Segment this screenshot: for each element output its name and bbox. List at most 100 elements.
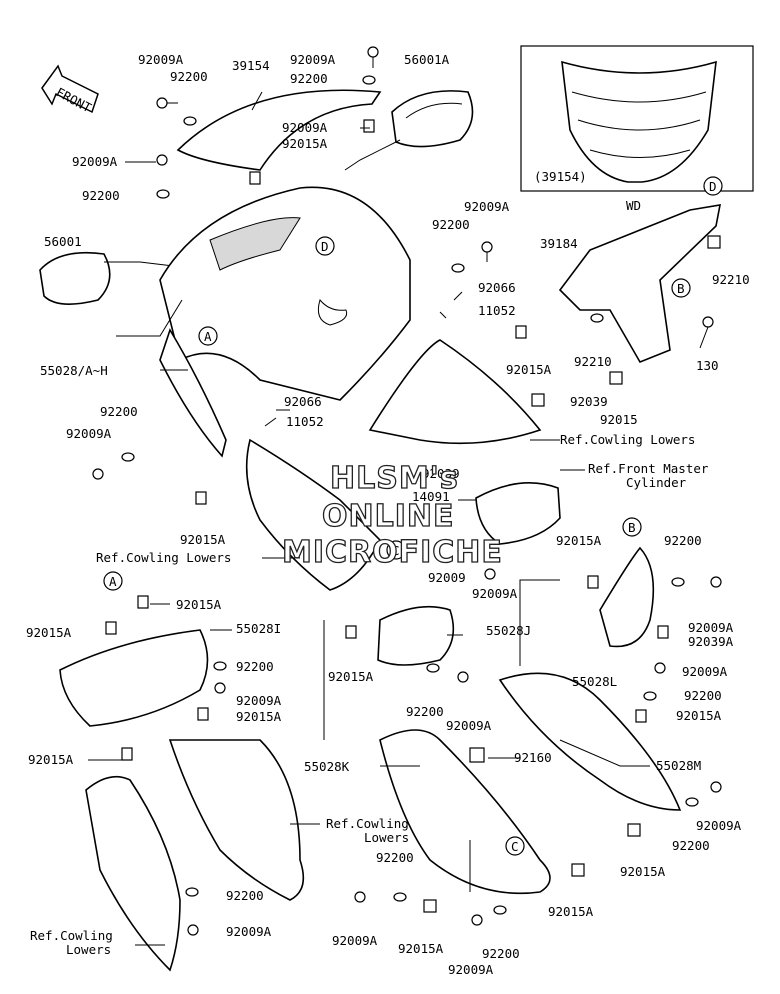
- callout-d-2: D: [703, 176, 723, 196]
- svg-text:B: B: [628, 520, 636, 535]
- grommet-icon: [249, 171, 261, 185]
- grommet-icon: [363, 119, 375, 133]
- screw-icon: [187, 924, 199, 936]
- callout-d-1: D: [315, 236, 335, 256]
- windshield: [176, 89, 382, 171]
- part-label: 92200: [170, 69, 208, 84]
- part-label: 92200: [672, 838, 710, 853]
- grommet-icon: [197, 707, 209, 721]
- screw-icon: [699, 316, 714, 349]
- part-label: 55028J: [486, 623, 531, 638]
- part-label: 92009A: [682, 664, 728, 679]
- part-label: 92009A: [696, 818, 742, 833]
- svg-text:C: C: [392, 543, 400, 558]
- part-label: 92015A: [26, 625, 72, 640]
- side-panel-mid: [168, 739, 305, 901]
- grommet-icon: [627, 823, 641, 837]
- part-label: 56001: [44, 234, 82, 249]
- washer-icon: [183, 116, 197, 126]
- screw-icon: [156, 97, 178, 109]
- screw-icon: [654, 662, 666, 674]
- part-label: 92009A: [236, 693, 282, 708]
- washer-icon: [643, 691, 657, 701]
- watermark-line-1: HLSM's: [330, 461, 459, 496]
- part-label: 92200: [376, 850, 414, 865]
- washer-icon: [185, 887, 199, 897]
- part-label: 11052: [478, 303, 516, 318]
- callout-c-1: C: [386, 540, 406, 560]
- grommet-icon: [345, 625, 357, 639]
- grommet-icon: [635, 709, 647, 723]
- callout-group: A B C D A B C D: [103, 176, 723, 856]
- grommet-icon: [423, 899, 437, 913]
- part-label: 92015A: [676, 708, 722, 723]
- screw-icon: [214, 682, 226, 694]
- leader-lines: [88, 91, 650, 946]
- part-label: 92200: [226, 888, 264, 903]
- center-cowling: [245, 438, 381, 591]
- part-label: 55028/A~H: [40, 363, 108, 378]
- washer-icon: [393, 892, 407, 902]
- svg-text:A: A: [109, 574, 117, 589]
- callout-a-2: A: [103, 571, 123, 591]
- part-label: 92009A: [72, 154, 118, 169]
- washer-icon: [590, 313, 604, 323]
- inset-part-number: (39154): [534, 169, 587, 184]
- grommet-icon: [121, 747, 133, 761]
- part-label: 92200: [290, 71, 328, 86]
- screw-icon: [457, 671, 469, 683]
- stay-bracket: [558, 204, 722, 364]
- part-label: 92009A: [472, 586, 518, 601]
- part-label: 92200: [100, 404, 138, 419]
- grommet-icon: [137, 595, 149, 609]
- ref-label: Ref.Cowling: [30, 928, 113, 943]
- svg-text:A: A: [204, 329, 212, 344]
- screw-icon: [710, 576, 722, 588]
- inset-windshield-wd: (39154) WD: [520, 45, 754, 213]
- washer-icon: [493, 905, 507, 915]
- part-label: 92066: [284, 394, 322, 409]
- part-label: 92015A: [236, 709, 282, 724]
- part-label: 92039: [570, 394, 608, 409]
- panel-55028m: [498, 672, 682, 811]
- inner-duct-left: [59, 629, 209, 727]
- part-label: 92066: [478, 280, 516, 295]
- front-arrow: FRONT: [41, 64, 99, 116]
- part-label: 92009: [428, 570, 466, 585]
- part-label: 92160: [514, 750, 552, 765]
- grommet-icon: [587, 575, 599, 589]
- callout-b-1: B: [671, 278, 691, 298]
- ref-label: Ref.Cowling Lowers: [96, 550, 231, 565]
- washer-icon: [362, 75, 376, 85]
- part-label: 92200: [482, 946, 520, 961]
- part-label: 92039: [422, 466, 460, 481]
- grommet-icon: [469, 747, 485, 763]
- hardware-group: [92, 46, 722, 936]
- ref-label: Ref.Cowling: [326, 816, 409, 831]
- reference-labels: Ref.Cowling Lowers Ref.Front Master Cyli…: [30, 432, 709, 957]
- part-label: 92015A: [28, 752, 74, 767]
- callout-a-1: A: [198, 326, 218, 346]
- callout-b-2: B: [622, 517, 642, 537]
- part-label: 55028M: [656, 758, 701, 773]
- panel-55028l: [599, 546, 655, 648]
- part-label: 92200: [684, 688, 722, 703]
- watermark: HLSM's ONLINE MICROFICHE: [281, 460, 502, 570]
- fairing-right-inner: [368, 339, 542, 445]
- part-label: 92009A: [138, 52, 184, 67]
- svg-text:D: D: [321, 239, 329, 254]
- screw-icon: [354, 891, 366, 903]
- screw-icon: [484, 568, 496, 580]
- part-label: 92015A: [620, 864, 666, 879]
- part-label: 92015A: [506, 362, 552, 377]
- screw-icon: [92, 468, 104, 480]
- part-label: 92015A: [180, 532, 226, 547]
- part-label: 92009A: [448, 962, 494, 977]
- part-label: 92015A: [176, 597, 222, 612]
- part-labels: 92009A 92200 39154 92009A 92200 56001A 9…: [26, 52, 750, 977]
- svg-text:C: C: [511, 839, 519, 854]
- part-label: 92009A: [290, 52, 336, 67]
- grommet-icon: [531, 393, 545, 407]
- side-cowling-left: [85, 775, 181, 972]
